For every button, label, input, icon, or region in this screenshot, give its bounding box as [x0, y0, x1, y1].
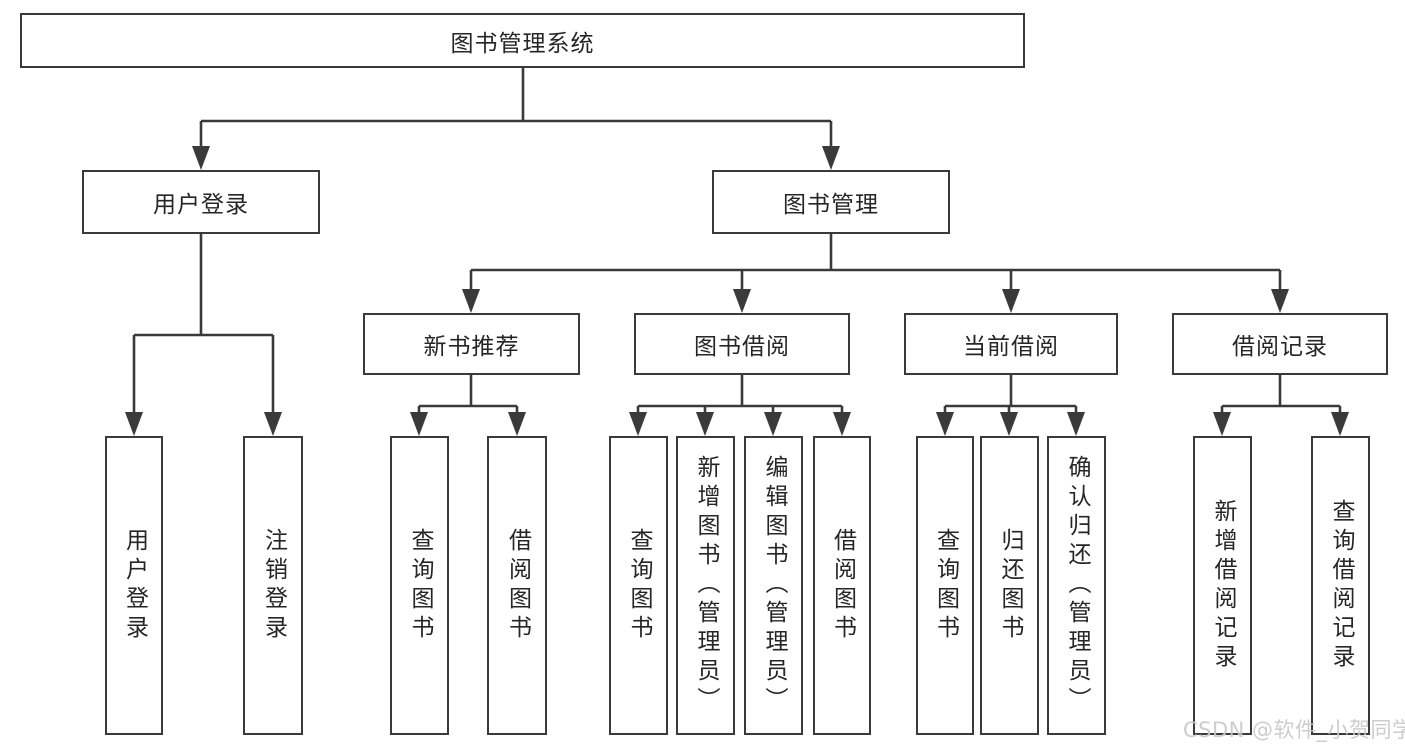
leaf-borrow-books: 借阅图书	[813, 436, 871, 735]
leaf-add-borrow-record: 新增借阅记录	[1193, 436, 1252, 735]
leaf-user-login: 用户登录	[105, 436, 163, 735]
node-current-borrowing: 当前借阅	[904, 313, 1118, 375]
leaf-add-book-admin: 新增图书（管理员）	[676, 436, 735, 735]
arrowheads	[125, 146, 1349, 436]
leaf-logout: 注销登录	[243, 436, 303, 735]
leaf-query-borrow-record: 查询借阅记录	[1311, 436, 1370, 735]
leaf-confirm-return-admin: 确认归还（管理员）	[1047, 436, 1106, 735]
csdn-watermark: CSDN @软件_小贺同学	[1183, 718, 1405, 742]
leaf-return-book: 归还图书	[980, 436, 1039, 735]
leaf-query-books-recommendation: 查询图书	[390, 436, 449, 735]
connector-paths	[132, 68, 1342, 413]
node-book-management: 图书管理	[712, 170, 950, 234]
node-book-borrowing: 图书借阅	[634, 313, 850, 375]
node-user-login: 用户登录	[82, 170, 320, 234]
node-new-book-recommendation: 新书推荐	[363, 313, 580, 375]
leaf-borrow-books-recommendation: 借阅图书	[487, 436, 547, 735]
leaf-edit-book-admin: 编辑图书（管理员）	[744, 436, 803, 735]
node-library-management-system: 图书管理系统	[20, 13, 1025, 68]
node-borrowing-records: 借阅记录	[1172, 313, 1388, 375]
leaf-query-books-current: 查询图书	[916, 436, 974, 735]
leaf-query-books-borrowing: 查询图书	[609, 436, 668, 735]
